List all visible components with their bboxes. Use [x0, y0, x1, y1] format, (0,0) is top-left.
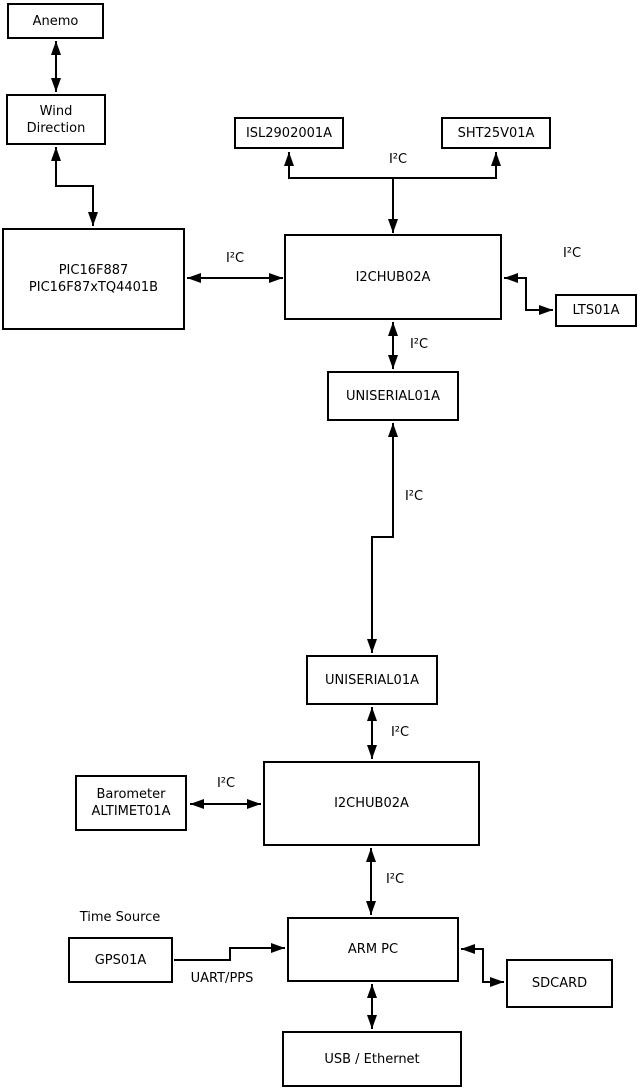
- node-usb-ethernet: USB / Ethernet: [282, 1031, 462, 1087]
- node-barometer-label-line1: Barometer: [96, 787, 166, 802]
- node-arm-pc: ARM PC: [287, 917, 459, 982]
- node-isl-light-sensor: ISL2902001A: [234, 117, 344, 149]
- edge-armpc-sdcard: [461, 944, 504, 987]
- node-sdcard: SDCARD: [506, 959, 613, 1008]
- node-pic-label-line1: PIC16F887: [58, 263, 129, 278]
- node-uniserial-bottom-label: UNISERIAL01A: [325, 672, 419, 688]
- edge-label-i2c-lts: I²C: [561, 246, 583, 261]
- edge-uniserial-link: [367, 423, 398, 653]
- node-uniserial-bottom: UNISERIAL01A: [306, 655, 438, 705]
- node-i2c-hub-bottom: I2CHUB02A: [263, 761, 480, 846]
- node-pic-microcontroller: PIC16F887 PIC16F87xTQ4401B: [2, 228, 185, 330]
- node-isl-label: ISL2902001A: [245, 125, 333, 141]
- node-barometer-label-line2: ALTIMET01A: [91, 804, 171, 819]
- node-i2c-hub-bottom-label: I2CHUB02A: [334, 796, 409, 811]
- node-pic-label-line2: PIC16F87xTQ4401B: [28, 280, 159, 295]
- node-wind-direction-label-line2: Direction: [26, 120, 86, 136]
- node-uniserial-top-label: UNISERIAL01A: [346, 388, 440, 404]
- edge-label-i2c-hub-uniserial: I²C: [408, 337, 430, 352]
- node-barometer: Barometer ALTIMET01A: [75, 775, 187, 831]
- edge-label-time-source: Time Source: [78, 910, 162, 925]
- edge-label-i2c-hub2-armpc: I²C: [384, 872, 406, 887]
- node-wind-direction-label-line1: Wind: [39, 103, 73, 119]
- node-i2c-hub-top-label: I2CHUB02A: [355, 269, 431, 285]
- node-sht-humidity-sensor: SHT25V01A: [441, 117, 551, 149]
- node-sdcard-label: SDCARD: [531, 976, 588, 991]
- node-gps: GPS01A: [68, 937, 173, 983]
- node-lts-sensor: LTS01A: [555, 294, 637, 327]
- node-wind-direction: Wind Direction: [6, 94, 106, 145]
- edge-i2chub-top-lts: [504, 273, 553, 315]
- edge-wind-pic: [51, 147, 98, 226]
- edge-gps-armpc: [174, 943, 285, 961]
- edge-label-i2c-uniserial-link: I²C: [403, 489, 425, 504]
- edge-label-i2c-uniserial-hub2: I²C: [389, 725, 411, 740]
- node-arm-pc-label: ARM PC: [347, 942, 399, 957]
- node-anemometer-label: Anemo: [32, 13, 79, 29]
- node-gps-label: GPS01A: [94, 952, 147, 968]
- edge-label-i2c-barometer: I²C: [215, 776, 237, 791]
- edge-label-i2c-sensors: I²C: [387, 152, 409, 167]
- edge-label-i2c-pic-hub: I²C: [224, 251, 246, 266]
- node-lts-label: LTS01A: [572, 303, 620, 318]
- node-uniserial-top: UNISERIAL01A: [327, 371, 459, 421]
- edge-label-uart-pps: UART/PPS: [189, 971, 255, 986]
- node-anemometer: Anemo: [7, 3, 104, 39]
- node-i2c-hub-top: I2CHUB02A: [284, 234, 502, 320]
- node-sht-label: SHT25V01A: [457, 125, 535, 141]
- node-usb-ethernet-label: USB / Ethernet: [324, 1051, 420, 1067]
